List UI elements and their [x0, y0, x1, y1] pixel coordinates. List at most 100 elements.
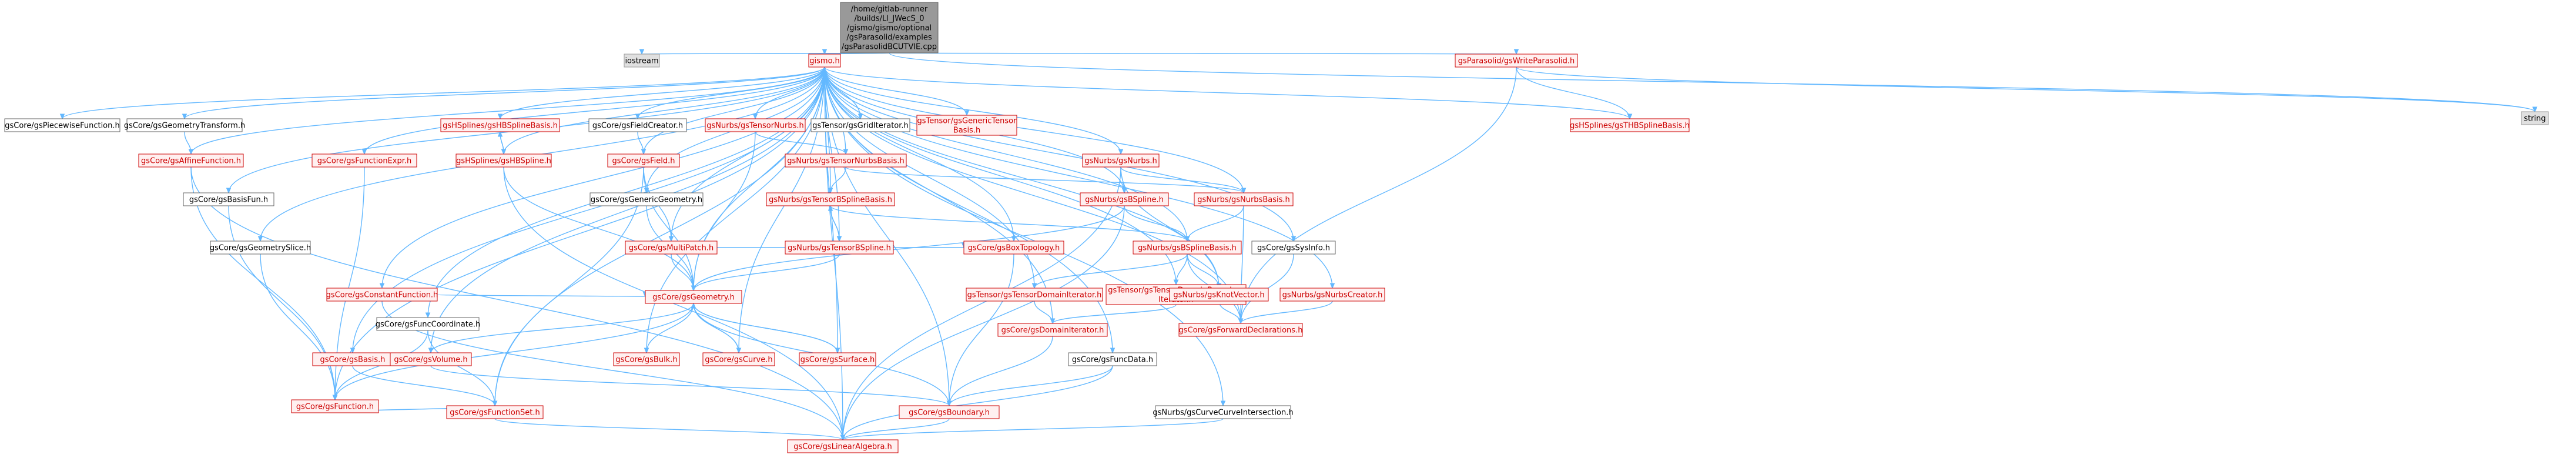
- node-field[interactable]: gsCore/gsField.h: [607, 153, 680, 168]
- node-string[interactable]: string: [2521, 111, 2549, 125]
- node-multipatch[interactable]: gsCore/gsMultiPatch.h: [625, 240, 718, 255]
- edge-gismo-to-funccoord: [425, 66, 825, 319]
- node-tdomiter[interactable]: gsTensor/gsTensorDomainIterator.h: [966, 288, 1103, 302]
- node-tensorbspline[interactable]: gsNurbs/gsTensorBSpline.h: [785, 240, 894, 255]
- node-hbspline[interactable]: gsHSplines/gsHBSpline.h: [455, 153, 552, 168]
- node-box: [808, 54, 841, 68]
- node-label: gsTensor/gsGridIterator.h: [812, 122, 909, 131]
- node-linalg[interactable]: gsCore/gsLinearAlgebra.h: [787, 439, 899, 453]
- node-domiter[interactable]: gsCore/gsDomainIterator.h: [997, 323, 1108, 337]
- edge-nurbs-to-nurbsbasis: [1120, 166, 1247, 194]
- node-surface[interactable]: gsCore/gsSurface.h: [799, 352, 876, 366]
- node-label: gsNurbs/gsNurbsCreator.h: [1282, 291, 1383, 300]
- node-box: [1570, 118, 1690, 132]
- node-box: [326, 288, 438, 302]
- edge-geometry-to-volume: [428, 303, 694, 354]
- node-curve[interactable]: gsCore/gsCurve.h: [702, 352, 775, 366]
- node-bspline[interactable]: gsNurbs/gsBSpline.h: [1080, 192, 1169, 206]
- node-piecewise[interactable]: gsCore/gsPiecewiseFunction.h: [4, 118, 120, 132]
- node-label: string: [2524, 115, 2545, 123]
- node-hbasis[interactable]: gsHSplines/gsHBSplineBasis.h: [440, 118, 560, 132]
- node-funcexpr[interactable]: gsCore/gsFunctionExpr.h: [311, 153, 417, 168]
- node-label: /gsParasolidBCUTVIE.cpp: [842, 43, 937, 52]
- node-label: gsCore/gsGeometryTransform.h: [124, 122, 245, 131]
- node-knotvector[interactable]: gsNurbs/gsKnotVector.h: [1169, 288, 1269, 302]
- node-label: gsCore/gsLinearAlgebra.h: [793, 443, 892, 452]
- edge-root-to-writepara: [889, 49, 1519, 55]
- edge-gismo-to-funcexpr: [361, 66, 825, 155]
- node-label: /builds/Ll_JWecS_0: [855, 15, 924, 24]
- edge-tensornurbsbasis-to-tensorbsplinebasis: [828, 166, 846, 194]
- edge-nurbs-to-linalg: [840, 166, 1121, 441]
- node-label: gsNurbs/gsBSplineBasis.h: [1138, 244, 1237, 253]
- node-thb[interactable]: gsHSplines/gsTHBSplineBasis.h: [1570, 118, 1690, 132]
- node-box: [311, 153, 417, 168]
- node-fieldcreator[interactable]: gsCore/gsFieldCreator.h: [588, 118, 687, 132]
- node-label: gsCore/gsConstantFunction.h: [326, 291, 438, 300]
- node-geomtrans[interactable]: gsCore/gsGeometryTransform.h: [124, 118, 245, 132]
- node-curveinter[interactable]: gsNurbs/gsCurveCurveIntersection.h: [1153, 405, 1294, 419]
- node-function[interactable]: gsCore/gsFunction.h: [291, 399, 379, 413]
- edge-bspline-to-geometry: [691, 205, 1125, 292]
- node-nurbs[interactable]: gsNurbs/gsNurbs.h: [1082, 153, 1160, 168]
- node-fwddecl[interactable]: gsCore/gsForwardDeclarations.h: [1178, 323, 1303, 337]
- node-label: gsCore/gsGenericGeometry.h: [591, 196, 702, 205]
- node-box: [899, 405, 1000, 419]
- node-iostream[interactable]: iostream: [624, 54, 660, 68]
- node-geometry[interactable]: gsCore/gsGeometry.h: [645, 290, 742, 304]
- node-constfunc[interactable]: gsCore/gsConstantFunction.h: [326, 288, 438, 302]
- node-basis[interactable]: gsCore/gsBasis.h: [312, 352, 393, 366]
- edge-gismo-to-curveinter: [824, 66, 1226, 407]
- node-label: gsCore/gsBulk.h: [615, 356, 677, 365]
- node-label: gsCore/gsBasisFun.h: [189, 196, 268, 205]
- edge-geometry-to-bulk: [644, 303, 694, 354]
- edge-volume-to-boundary: [430, 365, 952, 407]
- node-box: [963, 240, 1064, 255]
- node-funcdata[interactable]: gsCore/gsFuncData.h: [1068, 352, 1157, 366]
- node-griditer[interactable]: gsTensor/gsGridIterator.h: [810, 118, 910, 132]
- edge-gismo-to-boxtopo: [824, 66, 1017, 242]
- edge-gismo-to-tensornurbs: [752, 66, 825, 120]
- node-geomslice[interactable]: gsCore/gsGeometrySlice.h: [210, 240, 311, 255]
- node-tensornurbs[interactable]: gsNurbs/gsTensorNurbs.h: [705, 118, 806, 132]
- node-label: gsCore/gsAffineFunction.h: [141, 157, 241, 166]
- edge-gismo-to-affine: [188, 66, 825, 155]
- node-label: gsNurbs/gsBSpline.h: [1085, 196, 1164, 205]
- node-label: gsNurbs/gsTensorBSpline.h: [788, 244, 891, 253]
- node-nurbsbasis[interactable]: gsNurbs/gsNurbsBasis.h: [1194, 192, 1294, 206]
- node-funcset[interactable]: gsCore/gsFunctionSet.h: [446, 405, 544, 419]
- node-tensornurbsbasis[interactable]: gsNurbs/gsTensorNurbsBasis.h: [785, 153, 907, 168]
- edge-gismo-to-generictensorbasis: [824, 66, 970, 116]
- node-root[interactable]: /home/gitlab-runner/builds/Ll_JWecS_0/gi…: [840, 2, 939, 54]
- node-gismo[interactable]: gismo.h: [808, 54, 841, 68]
- node-box: [138, 153, 244, 168]
- node-label: /gismo/gismo/optional: [847, 24, 932, 33]
- node-basisfun[interactable]: gsCore/gsBasisFun.h: [183, 192, 274, 206]
- node-bulk[interactable]: gsCore/gsBulk.h: [613, 352, 680, 366]
- edge-tensorbsplinebasis-to-bsplinebasis: [830, 205, 1190, 242]
- node-genericgeom[interactable]: gsCore/gsGenericGeometry.h: [589, 192, 704, 206]
- node-box: [1155, 405, 1291, 419]
- edge-gismo-to-basis: [350, 66, 825, 354]
- edge-tensorbspline-to-tensorbsplinebasis: [828, 205, 840, 242]
- node-funccoord[interactable]: gsCore/gsFuncCoordinate.h: [376, 317, 481, 331]
- node-writepara[interactable]: gsParasolid/gsWriteParasolid.h: [1455, 54, 1578, 68]
- node-boundary[interactable]: gsCore/gsBoundary.h: [899, 405, 1000, 419]
- node-tensorbsplinebasis[interactable]: gsNurbs/gsTensorBSplineBasis.h: [766, 192, 895, 206]
- edge-basis-to-funcset: [352, 365, 498, 407]
- node-label: gsCore/gsGeometry.h: [652, 293, 735, 302]
- edge-bspline-to-bsplinebasis: [1124, 205, 1190, 242]
- node-nurbscreator[interactable]: gsNurbs/gsNurbsCreator.h: [1279, 288, 1385, 302]
- node-box: [183, 192, 274, 206]
- node-box: [440, 118, 560, 132]
- node-affine[interactable]: gsCore/gsAffineFunction.h: [138, 153, 244, 168]
- node-bsplinebasis[interactable]: gsNurbs/gsBSplineBasis.h: [1133, 240, 1242, 255]
- node-label: gsCore/gsBasis.h: [320, 356, 386, 365]
- node-boxtopo[interactable]: gsCore/gsBoxTopology.h: [963, 240, 1064, 255]
- node-label: gsNurbs/gsNurbs.h: [1084, 157, 1157, 166]
- node-volume[interactable]: gsCore/gsVolume.h: [390, 352, 472, 366]
- node-sysinfo[interactable]: gsCore/gsSysInfo.h: [1251, 240, 1336, 255]
- node-label: gsNurbs/gsCurveCurveIntersection.h: [1153, 409, 1293, 417]
- edge-gismo-to-constfunc: [379, 66, 825, 289]
